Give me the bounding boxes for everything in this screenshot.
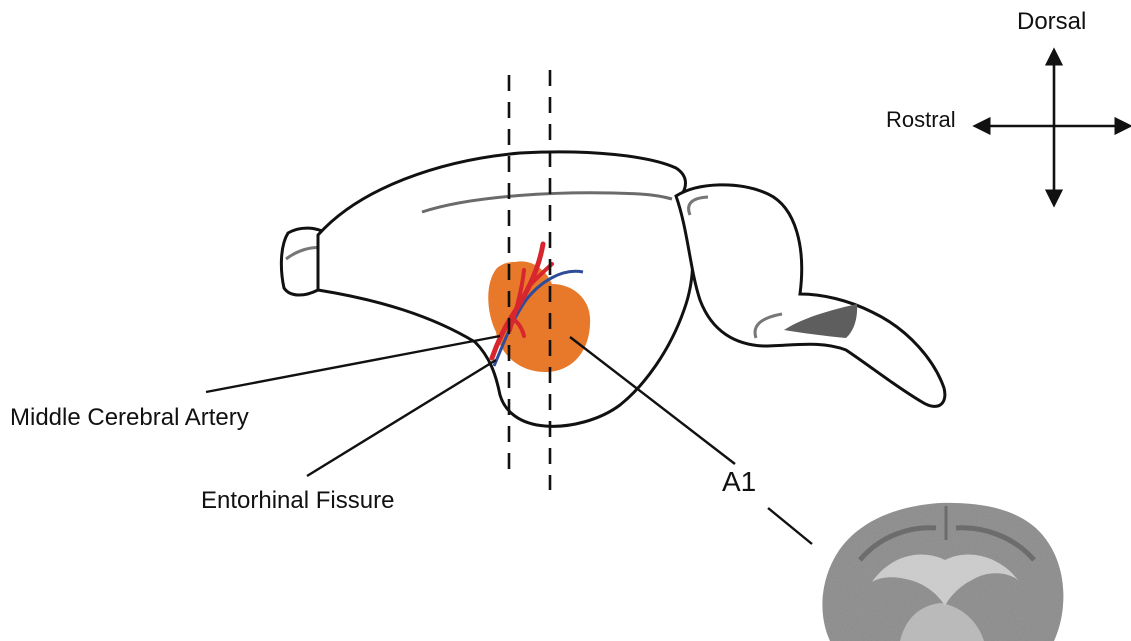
compass-arrows-icon xyxy=(976,51,1129,204)
cerebellum-outline xyxy=(676,185,945,407)
brain-coronal-section-image xyxy=(822,503,1063,641)
dorsal-label: Dorsal xyxy=(1017,8,1086,36)
rostral-label: Rostral xyxy=(886,107,956,133)
a1-label: A1 xyxy=(722,466,756,498)
middle-cerebral-artery-label: Middle Cerebral Artery xyxy=(10,404,249,432)
entorhinal-fissure-label: Entorhinal Fissure xyxy=(201,487,394,515)
section-leader-line xyxy=(768,508,812,544)
fissure-leader-line xyxy=(307,360,496,476)
